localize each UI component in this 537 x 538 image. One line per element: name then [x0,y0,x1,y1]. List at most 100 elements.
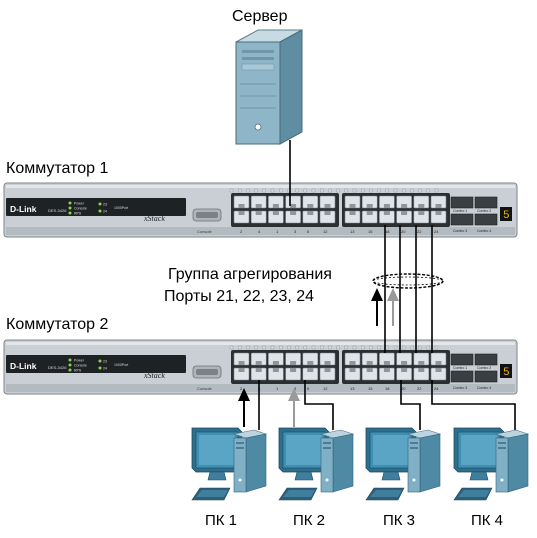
switch-2-vent [426,345,430,350]
pc-2-icon [278,427,355,501]
pc-1-tower-side [245,433,267,493]
switch-2-combo-1: Combo 1 [453,366,467,370]
switch-2-vent [352,345,357,350]
switch-1-gig-led-23: 23 [103,203,107,207]
switch-1-label: Коммутатор 1 [6,160,109,177]
switch-1-port-num-24: 24 [434,229,439,234]
switch-1-port-a-10-latch [290,211,297,215]
switch-1-port-b-8-latch [366,211,373,215]
pc-2-label: ПК 2 [293,512,326,529]
server-label: Сервер [232,8,288,25]
pc-4-keyboard-keys [458,490,490,497]
switch-1-vent [434,188,439,193]
pc-4-icon [453,427,530,501]
switch-2-port-a-3-latch [272,361,279,365]
switch-2-vent [262,345,266,350]
switch-1-vent [369,188,373,193]
switch-1-led-power: Power [74,202,85,206]
switch-1-vent [311,188,316,193]
switch-1-port-num-12: 12 [323,229,328,234]
switch-1-vent [303,188,307,193]
switch-2-vent [237,345,242,350]
switch-2-vent [410,345,414,350]
arrow-up-black-pc1-icon [238,388,250,427]
switch-2-vent [385,345,389,350]
pc-3-drive-bay-2 [410,447,418,449]
switch-2-gig-led-24: 24 [103,367,107,371]
cables [258,140,516,430]
switch-2-led-power: Power [74,359,85,363]
switch-2-port-num-5: 5 [307,386,310,391]
switch-1-gig-text: 1000Port [114,206,128,210]
pc-1-drive-bay-2 [236,447,244,449]
switch-1-port-num-5: 5 [307,229,310,234]
switch-1-led-panel: Power Console RPS 23 24 1000Port [68,201,128,216]
switch-2-port-b-12-latch [435,368,442,372]
switch-2-vent [393,345,398,350]
switch-1-brand: D-Link [10,204,37,214]
switch-1-port-num-13: 13 [350,229,355,234]
pc-1-screen-glare [199,435,235,465]
switch-2-port-a-12-latch [324,368,331,372]
switch-1-vent [229,188,234,193]
switch-2-port-b-9-latch [383,368,390,372]
pc-2-keyboard-keys [283,490,315,497]
arrow-up-black-icon [371,288,383,326]
switch-1-console-port: Console [192,208,222,234]
cable-pc3 [400,380,421,430]
switch-2-vent [336,345,340,350]
switch-2-label: Коммутатор 2 [6,316,109,333]
switch-1-port-a-1-latch [238,204,245,208]
switch-2-vent [287,345,291,350]
pc-3-screen-glare [373,435,409,465]
switch-2: D-Link DES-3426 Power Console RPS 23 24 … [3,339,518,395]
aggregation-ports: Порты 21, 22, 23, 24 [164,288,315,305]
switch-1-vent [352,188,357,193]
pc-4-drive-bay [498,442,506,444]
switch-1-port-b-6-latch [435,204,442,208]
switch-1-port-b-4-latch [401,204,408,208]
switch-1-port-a-2-latch [255,204,262,208]
pc-1-monitor-stand [207,471,227,481]
switch-2-vent [328,345,332,350]
switch-2-port-b-7-latch [349,368,356,372]
switch-1-port-num-20: 20 [401,229,406,234]
switch-1-vent [295,188,299,193]
switch-1-combo-4: Combo 4 [477,229,491,233]
switch-1-port-a-4-latch [290,204,297,208]
switch-2-port-num-20: 20 [401,386,406,391]
pc-1-label: ПК 1 [205,512,238,529]
switch-1-port-num-2: 2 [240,229,243,234]
switch-2-port-num-22: 22 [417,386,422,391]
switch-2-vent [295,345,299,350]
switch-2-port-a-10-latch [290,368,297,372]
switch-1-led-rps: RPS [74,212,82,216]
switch-1-port-a-5-latch [307,204,314,208]
switch-2-port-a-11-latch [307,368,314,372]
pc-4-tower-front [495,437,509,493]
switch-1-port-a-7-latch [238,211,245,215]
pc-3-monitor-stand [381,471,401,481]
switch-1-series: xStack [143,214,165,223]
switch-1-port-b-1-latch [349,204,356,208]
switch-2-brand: D-Link [10,361,37,371]
switch-2-vents [229,345,439,350]
switch-1-port-b-9-latch [383,211,390,215]
pc-3-tower-side [419,433,441,493]
pc-3-tower-front [407,437,421,493]
switch-1-vent [237,188,242,193]
switch-1-combo-3: Combo 3 [453,229,467,233]
switch-2-port-num-3: 3 [294,386,297,391]
switch-2-vent [377,345,381,350]
switch-1-vent [377,188,381,193]
aggregation-group-marker [372,273,444,289]
switch-2-console-label: Console [197,386,212,391]
switch-2-led-panel: Power Console RPS 23 24 1000Port [68,358,128,373]
pc-4-screen-glare [461,435,497,465]
switch-2-vent [402,345,406,350]
switch-1-console-label: Console [197,229,212,234]
arrow-up-gray-pc2-icon [288,388,300,427]
switch-1-vent [279,188,283,193]
switch-1: D-Link DES-3426 Power Console RPS 23 24 … [3,182,518,238]
